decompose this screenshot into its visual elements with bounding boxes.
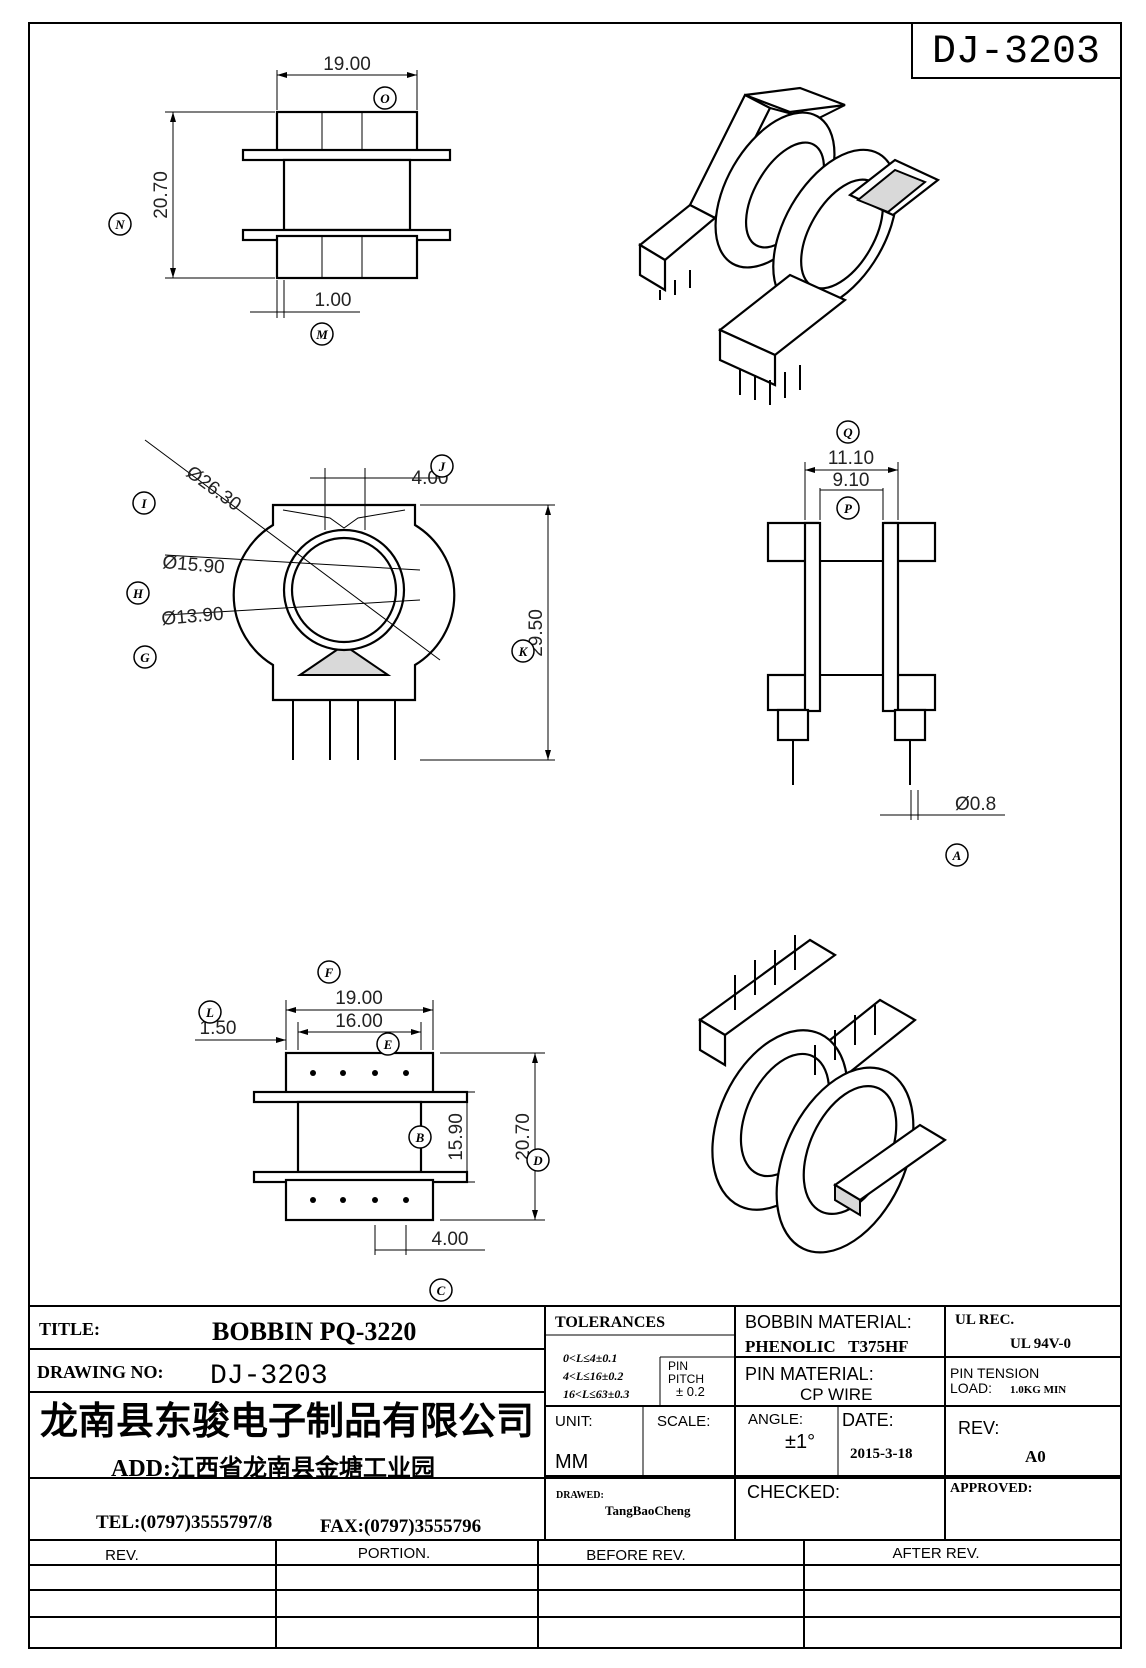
bubble-B: B xyxy=(415,1130,425,1145)
bottom-view: 19.00 16.00 1.50 15.90 20.70 4.00 F L E … xyxy=(195,960,550,1302)
dim-dia-inner: Ø13.90 xyxy=(161,604,225,630)
tolerance-line-3: 16<L≤63±0.3 xyxy=(563,1387,629,1401)
company-fax: FAX:(0797)3555796 xyxy=(320,1516,481,1537)
date-label: DATE: xyxy=(842,1410,894,1430)
scale-label: SCALE: xyxy=(657,1413,710,1430)
approved-label: APPROVED: xyxy=(950,1481,1032,1496)
bubble-P: P xyxy=(844,501,853,516)
pin-tension-value: 1.0KG MIN xyxy=(1010,1384,1066,1396)
pin-material-label: PIN MATERIAL: xyxy=(745,1364,874,1384)
dim-top-width: 19.00 xyxy=(323,54,371,75)
dim-pin-pitch: 4.00 xyxy=(432,1229,469,1250)
revision-header-portion: PORTION. xyxy=(358,1545,430,1562)
bubble-G: G xyxy=(140,650,150,665)
dim-side-outer: 11.10 xyxy=(828,448,874,469)
title-label: TITLE: xyxy=(39,1319,100,1339)
pin-tension-label: PIN TENSION xyxy=(950,1365,1039,1381)
company-tel: TEL:(0797)3555797/8 xyxy=(96,1512,272,1533)
bubble-L: L xyxy=(205,1005,214,1020)
drawing-border xyxy=(28,22,1122,1649)
dim-dia-outer: Ø26.30 xyxy=(182,462,245,516)
drawing-number-box: DJ-3203 xyxy=(911,22,1122,79)
dim-top-height: 20.70 xyxy=(151,171,172,219)
company-address: ADD:江西省龙南县金塘工业园 xyxy=(111,1454,435,1482)
bubble-F: F xyxy=(324,965,334,980)
dim-bottom-width: 19.00 xyxy=(335,988,383,1009)
isometric-view-top xyxy=(638,86,941,405)
bubble-Q: Q xyxy=(843,425,853,440)
revision-header-rev: REV. xyxy=(105,1547,139,1564)
dim-dia-mid: Ø15.90 xyxy=(162,552,226,578)
rev-value: A0 xyxy=(1025,1447,1046,1466)
drawn-value: TangBaoCheng xyxy=(605,1503,691,1518)
title-value: BOBBIN PQ-3220 xyxy=(212,1317,416,1346)
drawn-label: DRAWED: xyxy=(556,1490,604,1501)
dim-bottom-height: 20.70 xyxy=(513,1113,534,1161)
bubble-M: M xyxy=(315,327,328,342)
bubble-J: J xyxy=(438,459,446,474)
pin-pitch-label-1: PIN xyxy=(668,1359,688,1373)
dim-flange-thickness: 1.00 xyxy=(315,290,352,311)
bubble-E: E xyxy=(383,1037,393,1052)
bubble-N: N xyxy=(114,217,125,232)
unit-label: UNIT: xyxy=(555,1413,593,1430)
bubble-A: A xyxy=(952,848,962,863)
top-view: 19.00 20.70 1.00 O N M xyxy=(108,54,452,346)
dim-pin-dia: Ø0.8 xyxy=(955,794,996,815)
side-view: 11.10 9.10 Ø0.8 Q P A xyxy=(766,420,1005,867)
angle-label: ANGLE: xyxy=(748,1411,803,1428)
dim-bottom-body: 15.90 xyxy=(446,1113,467,1161)
ul-rec-value: UL 94V-0 xyxy=(1010,1336,1071,1352)
title-block: TITLE: BOBBIN PQ-3220 DRAWING NO: DJ-320… xyxy=(28,1305,1122,1541)
isometric-view-bottom xyxy=(698,935,948,1254)
revision-header-before: BEFORE REV. xyxy=(586,1547,685,1564)
rev-label: REV: xyxy=(958,1418,999,1438)
bubble-K: K xyxy=(518,644,529,659)
pin-pitch-value: ± 0.2 xyxy=(676,1384,705,1399)
bubble-H: H xyxy=(132,586,144,601)
revision-header-after: AFTER REV. xyxy=(893,1545,980,1562)
pin-pitch-label-2: PITCH xyxy=(668,1372,704,1386)
ul-rec-label: UL REC. xyxy=(955,1312,1014,1328)
company-name: 龙南县东骏电子制品有限公司 xyxy=(40,1401,534,1443)
bubble-C: C xyxy=(437,1283,446,1298)
bobbin-material-value: PHENOLIC T375HF xyxy=(745,1337,909,1356)
checked-label: CHECKED: xyxy=(747,1482,840,1502)
revision-table: REV. PORTION. BEFORE REV. AFTER REV. xyxy=(29,1540,1121,1648)
front-view: Ø26.30 Ø15.90 Ø13.90 4.00 29.50 I H G J … xyxy=(126,439,555,761)
tolerance-line-2: 4<L≤16±0.2 xyxy=(562,1369,623,1383)
angle-value: ±1° xyxy=(785,1431,815,1453)
pin-tension-load: LOAD: xyxy=(950,1380,992,1396)
tolerances-label: TOLERANCES xyxy=(555,1314,665,1331)
drawing-no-value: DJ-3203 xyxy=(210,1361,328,1392)
pin-material-value: CP WIRE xyxy=(800,1385,872,1404)
bubble-D: D xyxy=(532,1153,543,1168)
bubble-I: I xyxy=(140,496,147,511)
date-value: 2015-3-18 xyxy=(850,1446,913,1462)
unit-value: MM xyxy=(555,1451,588,1473)
dim-side-inner: 9.10 xyxy=(833,470,870,491)
drawing-no-label: DRAWING NO: xyxy=(37,1362,164,1382)
tolerance-line-1: 0<L≤4±0.1 xyxy=(563,1351,617,1365)
dim-bottom-inner: 16.00 xyxy=(335,1011,383,1032)
bobbin-material-label: BOBBIN MATERIAL: xyxy=(745,1312,912,1332)
bubble-O: O xyxy=(380,91,390,106)
drawing-number-box-text: DJ-3203 xyxy=(932,30,1100,75)
